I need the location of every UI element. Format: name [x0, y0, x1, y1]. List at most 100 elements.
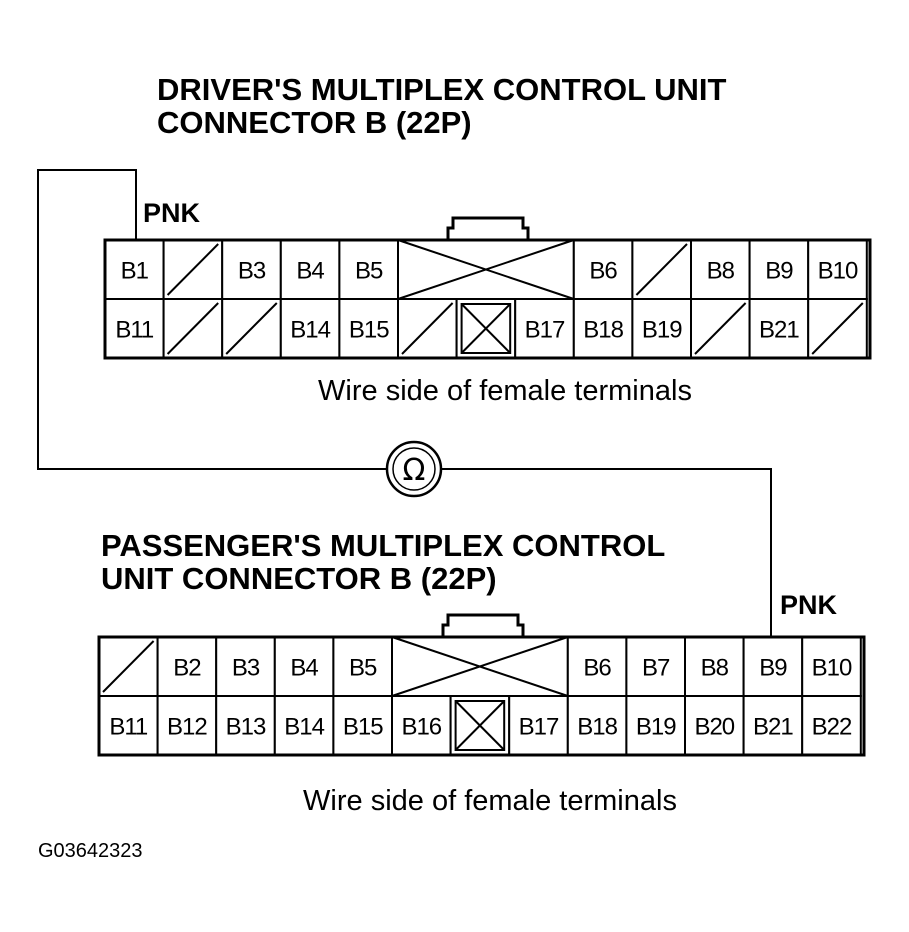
ohm-symbol: Ω: [403, 453, 426, 488]
terminal-label: B4: [290, 655, 318, 682]
unused-terminal: [397, 298, 458, 359]
passenger-wire-color-label: PNK: [780, 590, 838, 620]
terminal-label: B17: [525, 317, 565, 344]
driver-caption: Wire side of female terminals: [318, 375, 692, 407]
connector-latch: [441, 613, 525, 637]
terminal-label: B14: [290, 317, 330, 344]
terminal-cavity: B15: [332, 695, 393, 756]
terminal-cavity: B8: [690, 239, 751, 300]
terminal-label: B3: [232, 655, 260, 682]
terminal-label: B18: [577, 714, 617, 741]
terminal-label: B10: [812, 655, 852, 682]
terminal-label: B8: [707, 258, 735, 285]
terminal-cavity: B9: [742, 636, 804, 697]
terminal-label: B4: [296, 258, 324, 285]
driver-connector-subtitle: CONNECTOR B (22P): [157, 105, 472, 140]
terminal-cavity: B19: [631, 298, 693, 359]
terminal-cavity: B4: [279, 239, 341, 300]
terminal-label: B15: [343, 714, 383, 741]
terminal-label: B16: [401, 714, 441, 741]
driver-wire-color-label: PNK: [143, 198, 201, 228]
unused-terminal: [690, 298, 751, 359]
terminal-label: B20: [694, 714, 734, 741]
terminal-cavity: B15: [338, 298, 399, 359]
terminal-label: B19: [642, 317, 682, 344]
passenger-connector-subtitle: UNIT CONNECTOR B (22P): [101, 561, 497, 596]
terminal-cavity: B13: [215, 695, 276, 756]
terminal-cavity: B10: [807, 239, 868, 300]
terminal-cavity: B21: [748, 298, 810, 359]
terminal-cavity: B17: [514, 298, 575, 359]
terminal-cavity: B5: [332, 636, 393, 697]
terminal-cavity: B20: [684, 695, 745, 756]
terminal-label: B9: [759, 655, 787, 682]
terminal-label: B21: [753, 714, 793, 741]
terminal-cavity: B6: [566, 636, 628, 697]
unused-terminal: [162, 298, 224, 359]
unused-terminal: [98, 636, 159, 697]
keyed-cavity-x: [455, 298, 517, 359]
terminal-label: B5: [349, 655, 377, 682]
terminal-label: B14: [284, 714, 324, 741]
terminal-label: B6: [583, 655, 611, 682]
terminal-cavity: B12: [156, 695, 218, 756]
terminal-cavity: B3: [221, 239, 282, 300]
terminal-label: B13: [226, 714, 266, 741]
terminal-cavity: B18: [566, 695, 628, 756]
terminal-label: B15: [349, 317, 389, 344]
terminal-cavity: B16: [391, 695, 452, 756]
connector-latch: [446, 216, 530, 240]
passenger-connector-title: PASSENGER'S MULTIPLEX CONTROL: [101, 528, 665, 563]
terminal-label: B3: [238, 258, 266, 285]
unused-terminal: [807, 298, 868, 359]
terminal-label: B10: [818, 258, 858, 285]
terminal-label: B1: [121, 258, 149, 285]
terminal-cavity: B14: [273, 695, 335, 756]
terminal-cavity: B5: [338, 239, 399, 300]
passenger-caption: Wire side of female terminals: [303, 785, 677, 817]
terminal-label: B6: [589, 258, 617, 285]
terminal-cavity: B3: [215, 636, 276, 697]
terminal-cavity: B11: [98, 695, 159, 756]
terminal-label: B12: [167, 714, 207, 741]
terminal-cavity: B2: [156, 636, 218, 697]
terminal-cavity: B9: [748, 239, 810, 300]
terminal-cavity: B6: [572, 239, 634, 300]
terminal-cavity: B4: [273, 636, 335, 697]
terminal-label: B19: [636, 714, 676, 741]
unused-terminal: [221, 298, 282, 359]
terminal-label: B18: [583, 317, 623, 344]
terminal-cavity: B8: [684, 636, 745, 697]
driver-connector-body: [103, 238, 872, 360]
test-wire: [37, 169, 772, 637]
driver-connector-title: DRIVER'S MULTIPLEX CONTROL UNIT: [157, 72, 726, 107]
figure-id: G03642323: [38, 840, 143, 862]
terminal-cavity: B7: [625, 636, 687, 697]
terminal-label: B17: [519, 714, 559, 741]
terminal-cavity: B10: [801, 636, 862, 697]
unused-terminal: [162, 239, 224, 300]
blank-cavity-x: [391, 636, 569, 697]
terminal-label: B2: [173, 655, 201, 682]
terminal-cavity: B22: [801, 695, 862, 756]
terminal-cavity: B1: [104, 239, 165, 300]
terminal-cavity: B18: [572, 298, 634, 359]
keyed-cavity-x: [449, 695, 511, 756]
terminal-label: B11: [109, 714, 148, 741]
terminal-cavity: B17: [508, 695, 569, 756]
terminal-label: B5: [355, 258, 383, 285]
terminal-cavity: B11: [104, 298, 165, 359]
ohmmeter-icon: Ω: [385, 440, 443, 498]
terminal-label: B22: [812, 714, 852, 741]
terminal-label: B7: [642, 655, 670, 682]
terminal-label: B21: [759, 317, 799, 344]
terminal-label: B9: [765, 258, 793, 285]
terminal-cavity: B19: [625, 695, 687, 756]
terminal-cavity: B14: [279, 298, 341, 359]
blank-cavity-x: [397, 239, 575, 300]
terminal-label: B11: [115, 317, 154, 344]
unused-terminal: [631, 239, 693, 300]
